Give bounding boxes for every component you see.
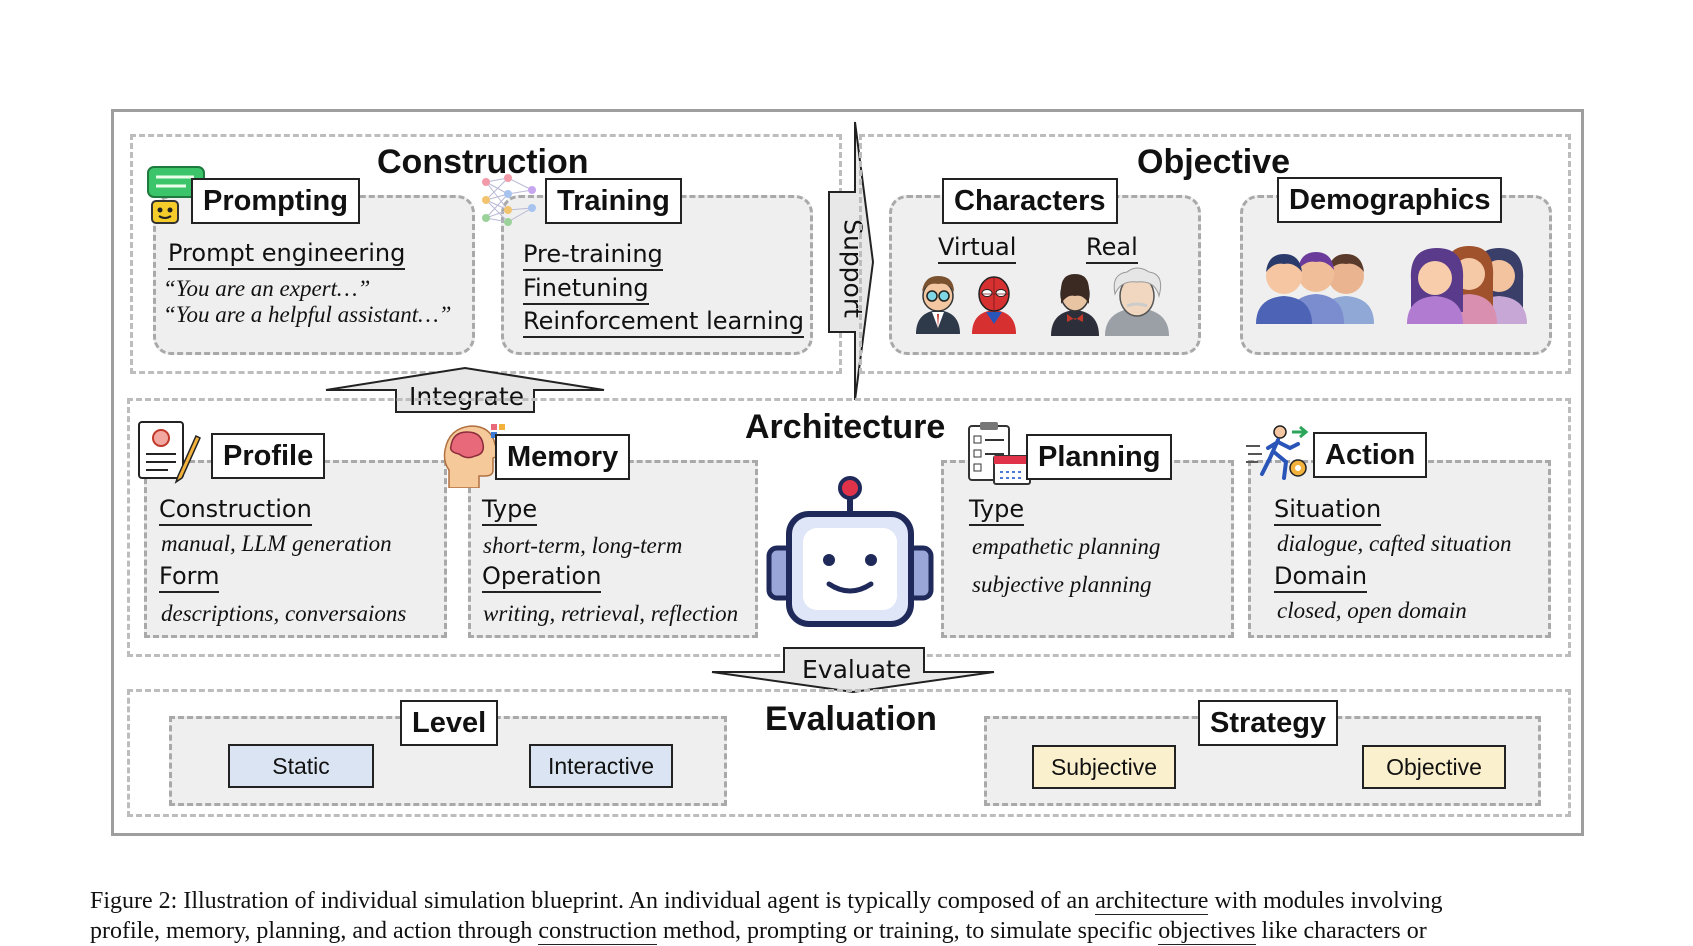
training-item-pretraining: Pre-training — [523, 239, 663, 271]
level-option-interactive: Interactive — [529, 744, 673, 788]
strategy-option-subjective: Subjective — [1032, 745, 1176, 789]
memory-type: Type — [482, 494, 538, 526]
brain-head-icon — [441, 422, 511, 489]
figure-caption-line-1: Figure 2: Illustration of individual sim… — [90, 888, 1443, 915]
profile-form: Form — [159, 561, 220, 593]
running-person-icon — [1244, 424, 1310, 484]
objective-title: Objective — [1137, 143, 1291, 181]
prompt-example-1: “You are an expert…” — [163, 276, 371, 301]
planning-label: Planning — [1026, 434, 1173, 480]
integrate-arrow — [324, 366, 606, 414]
training-item-rl: Reinforcement learning — [523, 306, 804, 338]
characters-real: Real — [1086, 232, 1138, 264]
architecture-title: Architecture — [745, 408, 946, 446]
chat-bot-icon — [146, 165, 208, 227]
profile-card-icon — [136, 418, 202, 484]
level-label: Level — [400, 700, 499, 746]
prompt-example-2: “You are a helpful assistant…” — [163, 302, 452, 327]
prompt-engineering-text: Prompt engineering — [168, 238, 406, 270]
demographics-label: Demographics — [1277, 177, 1503, 223]
profile-construction-desc: manual, LLM generation — [161, 531, 392, 556]
action-label: Action — [1313, 432, 1428, 478]
training-label: Training — [545, 178, 682, 224]
robot-icon — [765, 476, 935, 628]
strategy-option-objective: Objective — [1362, 745, 1506, 789]
memory-box — [468, 460, 758, 638]
characters-virtual: Virtual — [938, 232, 1017, 264]
construction-title: Construction — [377, 143, 589, 181]
strategy-label: Strategy — [1198, 700, 1339, 746]
objective-region — [859, 134, 1571, 374]
female-group-icon — [1403, 240, 1529, 324]
characters-label: Characters — [942, 178, 1118, 224]
evaluate-label: Evaluate — [802, 655, 912, 684]
action-domain: Domain — [1274, 561, 1368, 593]
planning-desc-empathetic: empathetic planning — [972, 534, 1161, 559]
action-domain-desc: closed, open domain — [1277, 598, 1467, 623]
planning-desc-subjective: subjective planning — [972, 572, 1152, 597]
planning-box — [941, 460, 1234, 638]
action-situation: Situation — [1274, 494, 1382, 526]
diagram-frame — [111, 109, 1584, 836]
evaluation-title: Evaluation — [765, 700, 937, 738]
integrate-label: Integrate — [409, 382, 525, 411]
figure-caption-line-2: profile, memory, planning, and action th… — [90, 918, 1427, 945]
profile-form-desc: descriptions, conversaions — [161, 601, 407, 626]
male-group-icon — [1252, 242, 1378, 324]
support-arrow — [827, 120, 875, 402]
evaluate-arrow — [710, 646, 996, 694]
action-situation-desc: dialogue, cafted situation — [1277, 531, 1512, 556]
memory-label: Memory — [495, 434, 631, 480]
profile-label: Profile — [211, 433, 326, 479]
memory-type-desc: short-term, long-term — [483, 533, 683, 558]
evaluation-region — [127, 689, 1571, 817]
neural-network-icon — [480, 172, 538, 228]
virtual-characters-icon — [910, 268, 1022, 334]
training-item-finetuning: Finetuning — [523, 273, 649, 305]
planning-checklist-icon — [966, 420, 1032, 486]
profile-box — [144, 460, 447, 638]
profile-construction: Construction — [159, 494, 312, 526]
planning-type: Type — [969, 494, 1025, 526]
memory-operation: Operation — [482, 561, 602, 593]
real-characters-icon — [1049, 264, 1173, 336]
memory-operation-desc: writing, retrieval, reflection — [483, 601, 739, 626]
prompting-label: Prompting — [191, 178, 360, 224]
level-option-static: Static — [228, 744, 374, 788]
